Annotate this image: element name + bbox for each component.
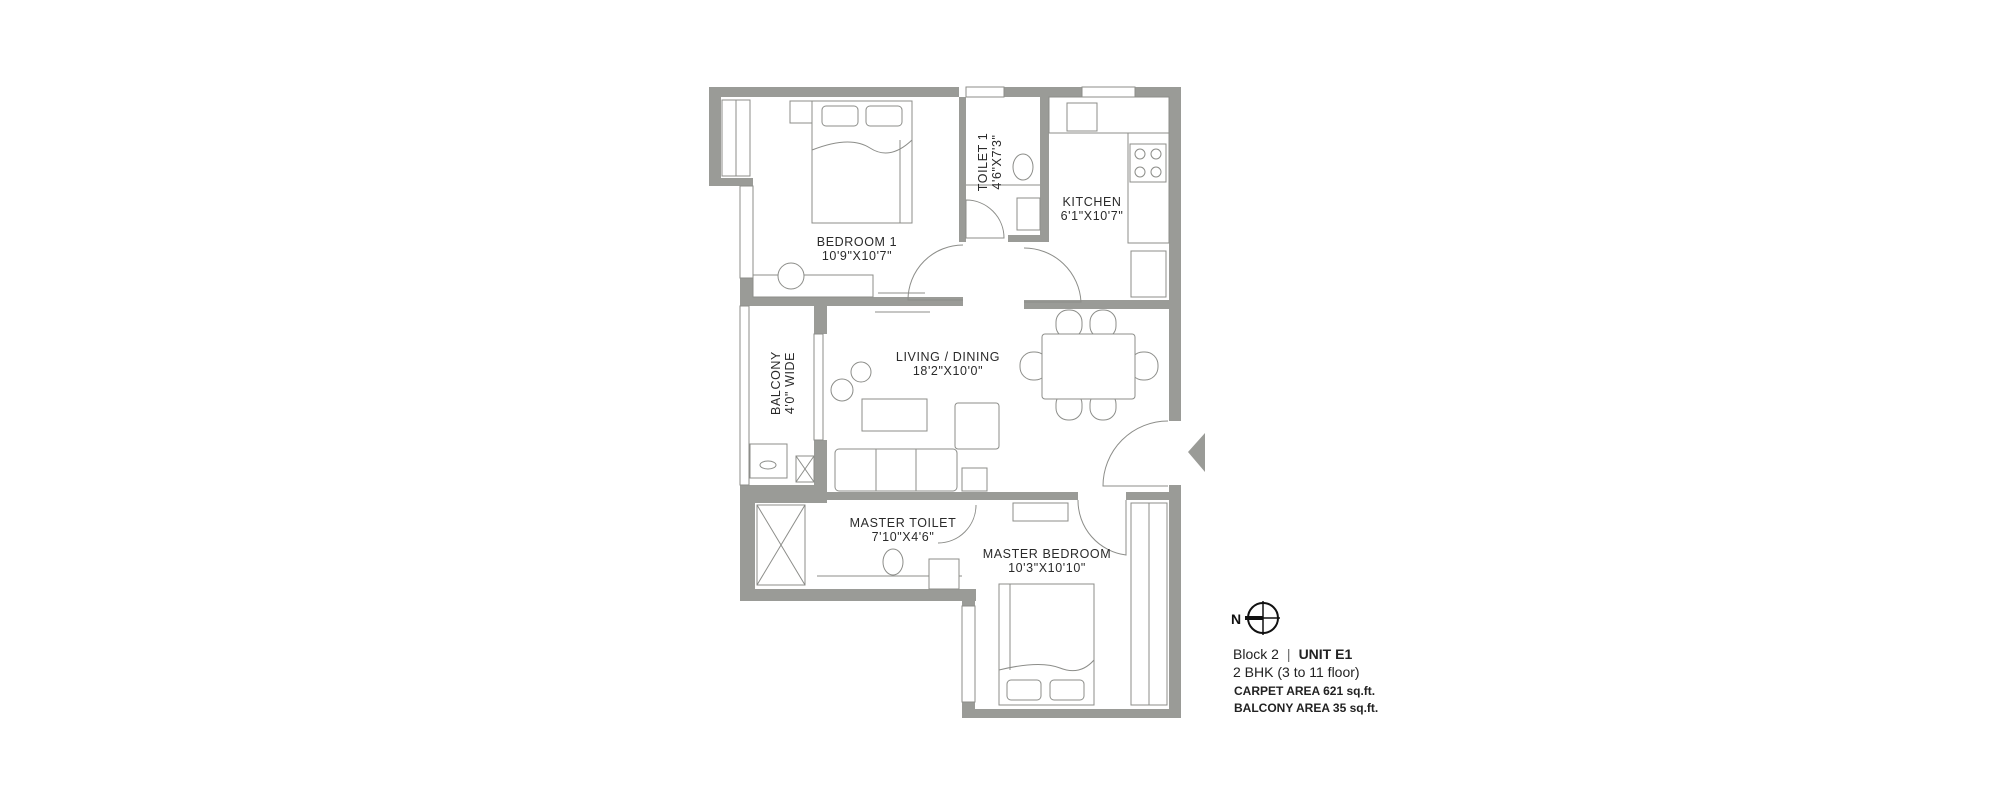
sofa: [834, 448, 958, 492]
shaft: [756, 504, 806, 586]
separator: |: [1287, 646, 1291, 662]
toilet-bowl: [1012, 153, 1034, 181]
north-compass-icon: [1245, 601, 1280, 635]
wardrobe-bedroom1: [721, 99, 751, 177]
stove: [1129, 143, 1167, 183]
side-stool: [850, 361, 872, 383]
unit-label: UNIT E1: [1299, 646, 1353, 662]
room-size-master-bedroom: 10'3"X10'10": [1008, 561, 1086, 575]
bed-master-bedroom: [998, 583, 1095, 706]
room-size-master-toilet: 7'10"X4'6": [872, 530, 935, 544]
room-size-kitchen: 6'1"X10'7": [1061, 209, 1124, 223]
room-size-toilet1: 4'6"X7'3": [990, 134, 1004, 189]
side-stool: [830, 378, 854, 402]
side-table: [961, 467, 988, 492]
room-name-master-toilet: MASTER TOILET: [850, 516, 957, 530]
toilet-bowl: [882, 548, 904, 576]
room-name-bedroom1: BEDROOM 1: [817, 235, 897, 249]
room-name-toilet1: TOILET 1: [976, 133, 990, 192]
bed-bedroom1: [811, 100, 913, 224]
refrigerator: [1130, 250, 1167, 298]
wash-basin: [1016, 197, 1041, 231]
carpet-area: CARPET AREA 621 sq.ft.: [1234, 684, 1375, 698]
unit-title: Block 2 | UNIT E1: [1233, 646, 1352, 662]
room-name-living: LIVING / DINING: [896, 350, 1000, 364]
compass-north-label: N: [1231, 611, 1241, 627]
doors: [907, 199, 1169, 556]
tv-unit-master: [1012, 502, 1069, 522]
wardrobe-master-bedroom: [1130, 502, 1168, 706]
room-name-balcony: BALCONY: [769, 351, 783, 415]
kitchen-sink: [1066, 102, 1098, 132]
walls: [709, 87, 1181, 718]
room-name-kitchen: KITCHEN: [1062, 195, 1121, 209]
coffee-table: [861, 398, 928, 432]
armchair: [954, 402, 1000, 450]
desk-chair: [777, 262, 805, 290]
washing-machine: [749, 443, 788, 479]
dining-set: [1019, 309, 1159, 421]
room-size-living: 18'2"X10'0": [913, 364, 983, 378]
balcony-area: BALCONY AREA 35 sq.ft.: [1234, 701, 1378, 715]
block-label: Block 2: [1233, 646, 1279, 662]
windows: [739, 86, 1136, 703]
entrance-arrow-icon: [1188, 433, 1205, 472]
room-size-balcony: 4'0" WIDE: [783, 352, 797, 414]
duct: [795, 455, 815, 483]
wash-basin: [928, 558, 960, 590]
bedside-table: [789, 100, 813, 124]
study-desk: [752, 274, 874, 298]
unit-type: 2 BHK (3 to 11 floor): [1233, 664, 1360, 680]
room-size-bedroom1: 10'9"X10'7": [822, 249, 892, 263]
room-name-master-bedroom: MASTER BEDROOM: [983, 547, 1112, 561]
